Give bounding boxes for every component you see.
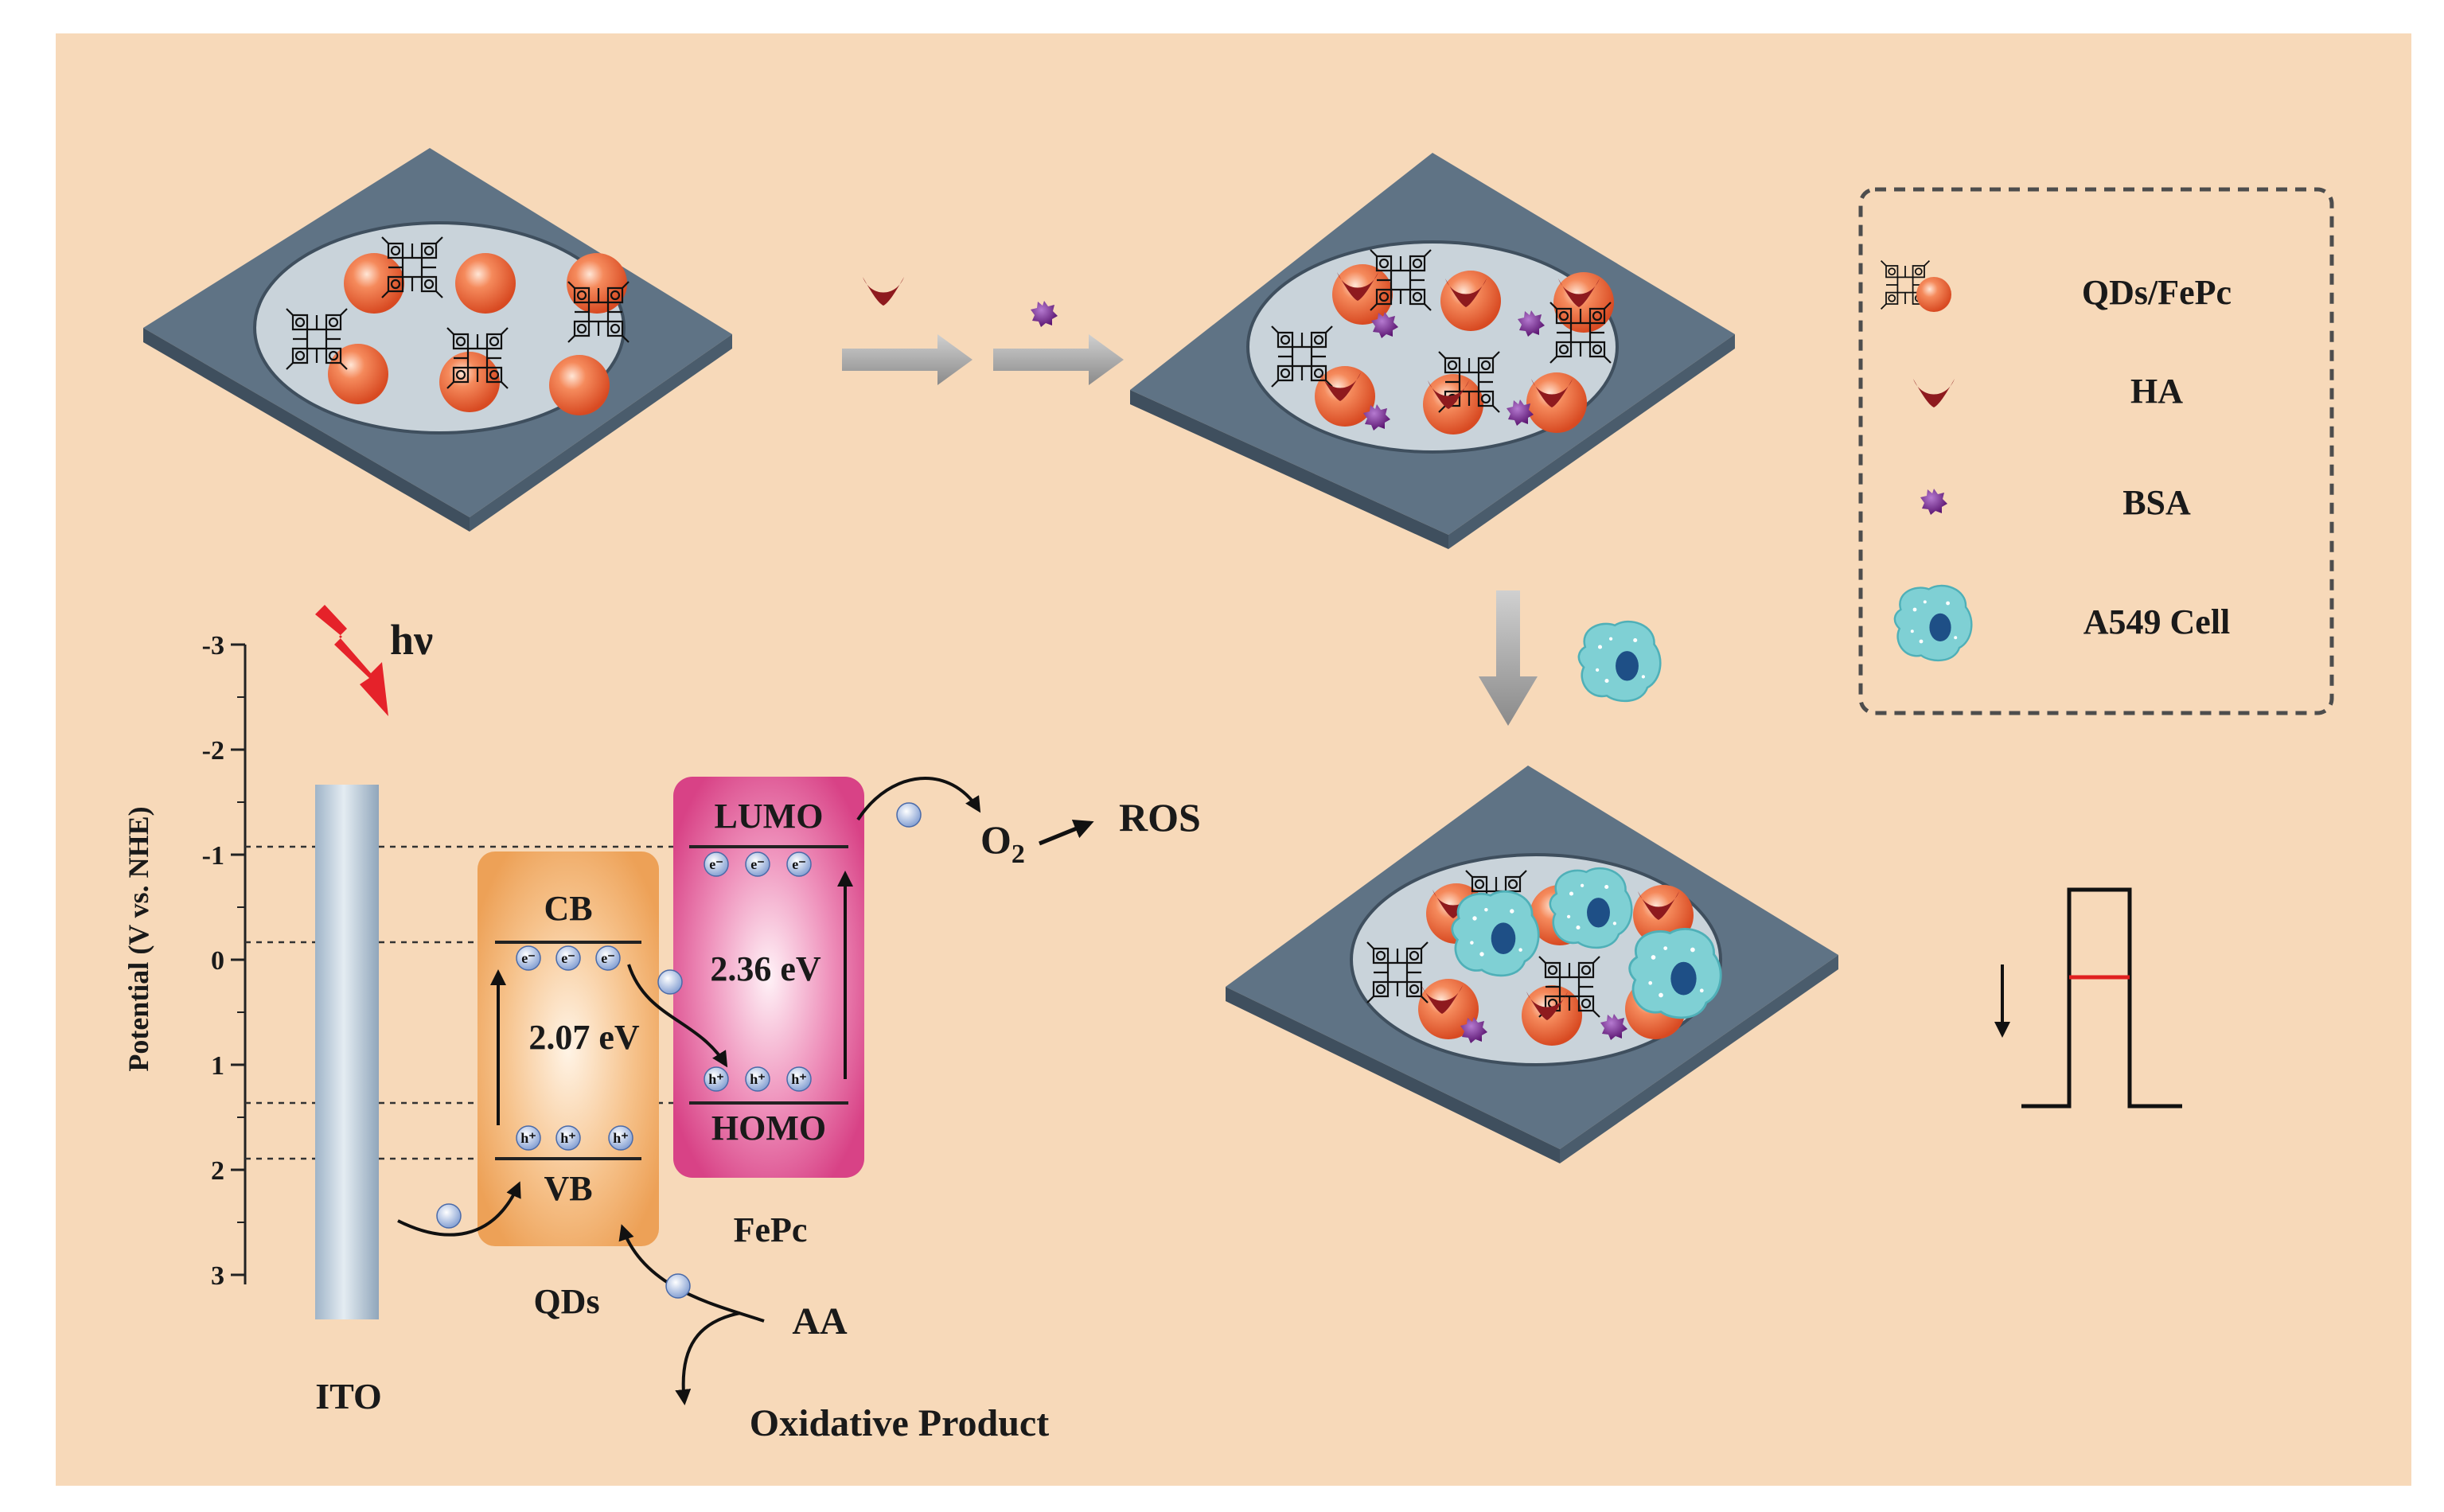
sensor-plate-cell-captured — [1226, 766, 1838, 1163]
legend-label-a549-cell: A549 Cell — [2083, 602, 2231, 641]
axis-title: Potential (V vs. NHE) — [123, 806, 154, 1071]
sensor-plate-bare — [143, 148, 732, 532]
ros-label: ROS — [1119, 795, 1201, 840]
qds-label: QDs — [533, 1282, 599, 1321]
fepc-gap-label: 2.36 eV — [710, 949, 821, 988]
oxygen-symbol: O — [980, 817, 1012, 862]
electron-sign: e⁻ — [601, 950, 615, 966]
cb-to-homo-arrow — [627, 964, 728, 1068]
hole-sign: h⁺ — [791, 1071, 807, 1087]
oxygen-subscript: 2 — [1012, 840, 1025, 869]
axis-ticks — [231, 643, 245, 1276]
light-bolt-icon — [315, 605, 388, 716]
photocurrent-pulse — [1994, 887, 2182, 1109]
hole-sign: h⁺ — [613, 1130, 629, 1146]
homo-label: HOMO — [711, 1109, 826, 1148]
oxygen-label: O2 — [980, 817, 1025, 869]
lumo-label: LUMO — [715, 797, 824, 836]
oxidative-product-label: Oxidative Product — [750, 1402, 1049, 1444]
cb-label: CB — [544, 889, 592, 928]
vb-label: VB — [544, 1169, 592, 1208]
legend-label-bsa: BSA — [2122, 483, 2191, 522]
sensor-plate-modified — [1130, 153, 1735, 549]
aa-label: AA — [792, 1300, 848, 1342]
hole-sign: h⁺ — [520, 1130, 536, 1146]
oxygen-to-ros-arrow — [1039, 819, 1094, 846]
aa-to-product-arrow — [675, 1311, 741, 1405]
electron-sign: e⁻ — [750, 856, 765, 872]
process-arrow-2 — [993, 301, 1124, 385]
tick-label: -1 — [202, 841, 224, 871]
electron-sign: e⁻ — [561, 950, 575, 966]
electron-sign: e⁻ — [521, 950, 536, 966]
legend-label-ha: HA — [2130, 372, 2183, 411]
process-arrow-1 — [842, 277, 973, 385]
lumo-to-oxygen-arrow — [856, 777, 981, 821]
tick-label: 0 — [211, 946, 224, 976]
hole-sign: h⁺ — [560, 1130, 576, 1146]
process-arrow-down — [1479, 590, 1662, 726]
tick-label: 1 — [211, 1051, 224, 1081]
ito-electrode — [315, 785, 379, 1319]
qd-fepc-icon — [1880, 259, 1951, 312]
energy-band-diagram: -3 -2 -1 0 1 2 3 Potential (V vs. NHE) h… — [123, 605, 1201, 1444]
tick-label: -2 — [202, 736, 224, 766]
light-label: hν — [390, 616, 433, 664]
legend-label-qd-fepc: QDs/FePc — [2082, 273, 2232, 312]
fepc-label: FePc — [734, 1210, 808, 1249]
tick-label: 2 — [211, 1156, 224, 1186]
tick-label: -3 — [202, 631, 224, 661]
hole-sign: h⁺ — [708, 1071, 724, 1087]
qds-gap-label: 2.07 eV — [528, 1018, 640, 1057]
tick-label: 3 — [211, 1261, 224, 1291]
electron-sign: e⁻ — [709, 856, 723, 872]
ito-to-vb-arrow — [397, 1181, 521, 1237]
electron-sign: e⁻ — [792, 856, 806, 872]
legend: QDs/FePc HA BSA A549 Cell — [1858, 187, 2334, 715]
hole-sign: h⁺ — [750, 1071, 766, 1087]
ito-label: ITO — [315, 1376, 382, 1417]
